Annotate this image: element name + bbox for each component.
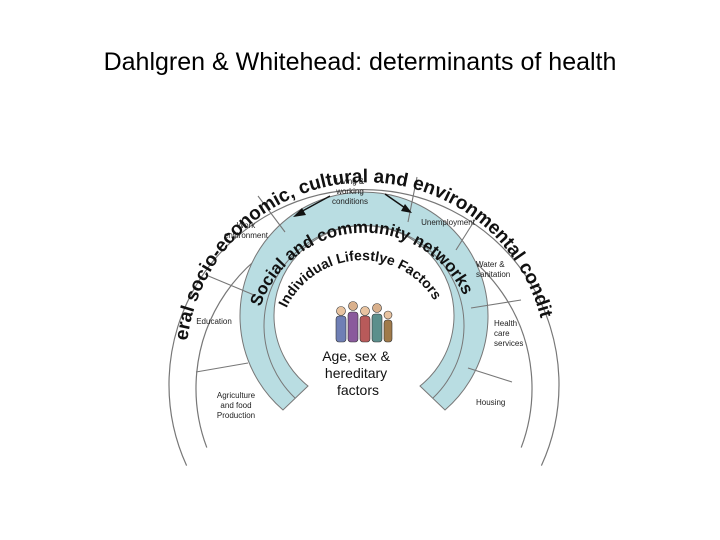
sector-label-line: Water & [476,260,505,269]
sector-label: Water &sanitation [476,260,510,279]
sector-label-line: Housing [476,398,505,407]
sector-label-line: sanitation [476,270,510,279]
sector-label: Education [196,317,232,326]
core-line-1: Age, sex & [322,348,390,364]
sector-label-line: Living & [336,177,365,186]
sector-label-line: Education [196,317,232,326]
core-line-3: factors [337,382,379,398]
slide-title: Dahlgren & Whitehead: determinants of he… [103,48,617,76]
sector-label-line: Agriculture [217,391,256,400]
sector-dividers [195,176,522,383]
sector-label-line: and food [220,401,251,410]
sector-label: Housing [476,398,505,407]
core-line-2: hereditary [325,365,387,381]
sector-label-line: Unemployment [421,218,476,227]
people-illustration [335,301,393,343]
sector-label-line: conditions [332,197,368,206]
living-working-arrows [293,193,412,217]
outer-arc [168,189,560,466]
sector-label-line: care [494,329,510,338]
sector-label-line: Work [237,221,257,230]
inner-arc [263,225,465,399]
sector-label-line: Production [217,411,255,420]
sector-label-line: environment [224,231,269,240]
sector-label-line: Health [494,319,517,328]
sector-label-line: working [335,187,364,196]
sector-label: Unemployment [421,218,476,227]
core-label: Age, sex & hereditary factors [322,348,394,398]
sector-label-line: services [494,339,523,348]
